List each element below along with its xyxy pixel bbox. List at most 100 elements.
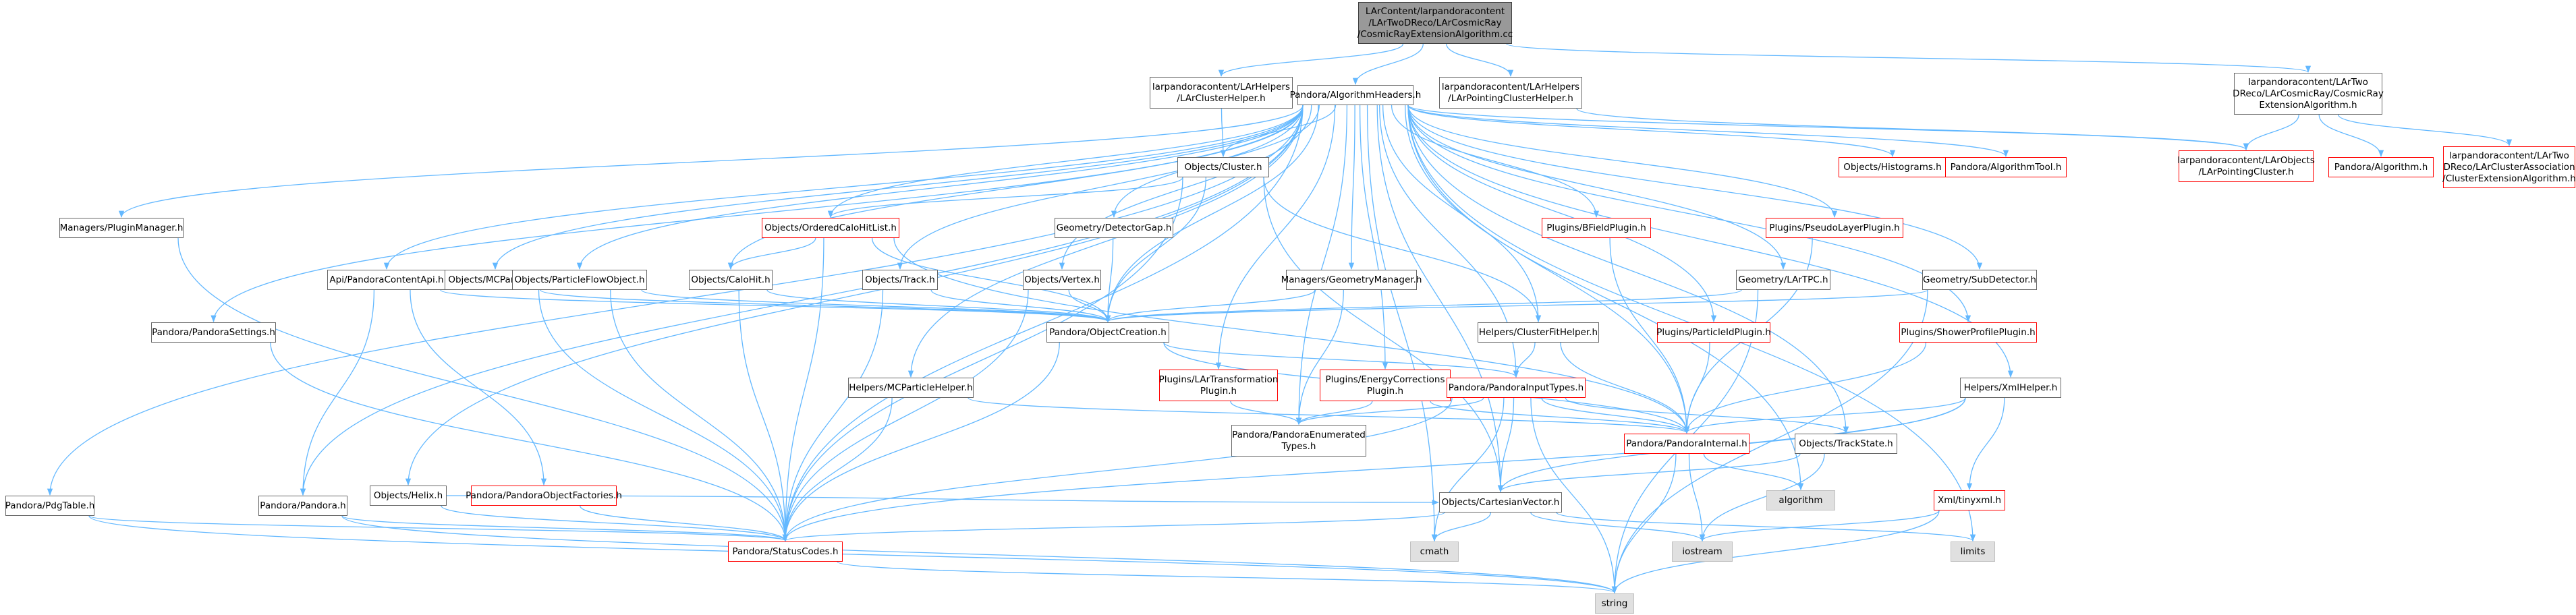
node-label-line: Plugins/ShowerProfilePlugin.h [1901,326,2036,338]
graph-node-orderedcalo[interactable]: Objects/OrderedCaloHitList.h [762,218,899,238]
node-label-line: /LArTwoDReco/LArCosmicRay [1368,17,1502,28]
node-label-line: Objects/Track.h [865,274,935,285]
node-label-line: /LArPointingClusterHelper.h [1448,92,1573,104]
edge-pointingclusterhelper-to-pointingcluster [1576,108,2249,151]
graph-node-pandorah[interactable]: Pandora/Pandora.h [258,496,347,516]
node-label-line: Geometry/SubDetector.h [1923,274,2036,285]
edge-inputtypes-to-cmath [1431,397,1505,542]
node-label-line: Plugin.h [1366,385,1404,397]
edge-pid-to-internal [1683,342,1710,434]
graph-node-internal[interactable]: Pandora/PandoraInternal.h [1624,434,1749,454]
graph-node-subdetector[interactable]: Geometry/SubDetector.h [1922,270,2037,290]
edge-cartesian-to-cmath [1431,512,1491,542]
node-label-line: cmath [1420,546,1449,557]
graph-node-xmlhelper[interactable]: Helpers/XmlHelper.h [1960,378,2061,398]
graph-node-helix[interactable]: Objects/Helix.h [370,486,447,506]
graph-node-objcluster[interactable]: Objects/Cluster.h [1177,157,1269,177]
graph-node-calohit[interactable]: Objects/CaloHit.h [689,270,773,290]
graph-node-inputtypes[interactable]: Pandora/PandoraInputTypes.h [1447,378,1586,398]
graph-node-mchelper[interactable]: Helpers/MCParticleHelper.h [848,378,974,398]
edge-calohit-to-statuscodes [738,289,789,542]
graph-node-detectorgap[interactable]: Geometry/DetectorGap.h [1055,218,1173,238]
graph-node-showerprofile[interactable]: Plugins/ShowerProfilePlugin.h [1899,322,2037,343]
graph-node-clusterhelper[interactable]: larpandoracontent/LArHelpers/LArClusterH… [1150,77,1293,109]
graph-node-clusterfit[interactable]: Helpers/ClusterFitHelper.h [1478,322,1599,343]
edge-alghdr-to-bfield [1391,105,1600,218]
edge-objfactories-to-statuscodes [580,505,789,542]
node-label-line: Objects/CartesianVector.h [1441,496,1560,508]
edge-alghdr-to-vertex [1059,105,1312,270]
node-label-line: Pandora/Pandora.h [260,500,346,511]
edge-alghdr-to-pfo [576,105,1304,270]
node-label-line: Pandora/PdgTable.h [5,500,95,511]
node-label-line: limits [1960,546,1986,557]
graph-node-settings[interactable]: Pandora/PandoraSettings.h [151,322,276,343]
edge-alghdr-to-pdgtable [47,105,1304,496]
graph-node-vertex[interactable]: Objects/Vertex.h [1023,270,1101,290]
edge-objcluster-to-statuscodes [782,177,1183,542]
node-label-line: Objects/OrderedCaloHitList.h [764,222,897,233]
edge-cartesian-to-limits [1556,512,1976,542]
node-label-line: Pandora/Algorithm.h [2334,161,2428,173]
edge-tinyxml-to-string [1611,510,1940,594]
edge-detectorgap-to-objcreation [1104,237,1114,323]
edge-geomgr-to-enumtypes [1295,289,1344,426]
graph-node-histograms[interactable]: Objects/Histograms.h [1839,157,1947,177]
edge-alghdr-to-geomgr [1348,105,1355,270]
edge-root-to-alghdr [1352,43,1424,86]
graph-node-cartesian[interactable]: Objects/CartesianVector.h [1439,492,1562,512]
edge-track-to-objcreation [930,289,1111,323]
node-label-line: Pandora/AlgorithmHeaders.h [1289,89,1422,100]
edge-inputtypes-to-internal [1541,397,1690,434]
graph-node-pointingcluster[interactable]: larpandoracontent/LArObjects/LArPointing… [2177,150,2315,182]
graph-node-alghdr[interactable]: Pandora/AlgorithmHeaders.h [1290,85,1421,105]
node-label-line: Geometry/LArTPC.h [1738,274,1828,285]
graph-node-geomgr[interactable]: Managers/GeometryManager.h [1281,270,1422,290]
graph-node-pseudolayer[interactable]: Plugins/PseudoLayerPlugin.h [1766,218,1903,238]
edge-mchelper-to-statuscodes [782,397,893,542]
edge-orderedcalo-to-internal [893,237,1690,434]
node-label-line: iostream [1682,546,1723,557]
edge-alghdr-to-algorithm [1407,105,1804,491]
edge-pandorah-to-string [341,515,1617,594]
graph-node-pointingclusterhelper[interactable]: larpandoracontent/LArHelpers/LArPointing… [1439,77,1582,109]
edge-contentapi-to-objcreation [440,289,1111,323]
edge-objcluster-to-cartesian [1263,177,1504,493]
node-label-line: Objects/CaloHit.h [691,274,771,285]
node-label-line: Pandora/PandoraObjectFactories.h [466,490,622,501]
edge-inputtypes-to-trackstate [1565,397,1849,434]
node-label-line: larpandoracontent/LArObjects [2177,154,2315,166]
node-label-line: algorithm [1779,494,1823,506]
node-label-line: string [1601,597,1628,609]
edge-clusterfit-to-inputtypes [1513,342,1536,378]
graph-node-lartpc[interactable]: Geometry/LArTPC.h [1736,270,1830,290]
graph-node-trackstate[interactable]: Objects/TrackState.h [1795,434,1897,454]
node-label-line: Pandora/PandoraInputTypes.h [1448,382,1584,393]
graph-node-tinyxml[interactable]: Xml/tinyxml.h [1934,490,2005,510]
edge-inputtypes-to-string [1530,397,1618,594]
edge-alghdr-to-lartpc [1407,105,1787,270]
graph-node-bfield[interactable]: Plugins/BFieldPlugin.h [1542,218,1651,238]
graph-node-objfactories[interactable]: Pandora/PandoraObjectFactories.h [466,486,622,506]
node-label-line: larpandoracontent/LArHelpers [1152,81,1291,92]
graph-node-track[interactable]: Objects/Track.h [862,270,938,290]
graph-node-objcreation[interactable]: Pandora/ObjectCreation.h [1046,322,1169,343]
graph-node-pid[interactable]: Plugins/ParticleIdPlugin.h [1656,322,1771,343]
graph-node-pluginmgr[interactable]: Managers/PluginManager.h [59,218,184,238]
graph-node-algorithmh[interactable]: Pandora/Algorithm.h [2328,157,2434,177]
node-label-line: /LArClusterHelper.h [1177,92,1266,104]
edge-settings-to-statuscodes [270,342,789,542]
node-label-line: Managers/GeometryManager.h [1281,274,1422,285]
graph-node-pfo[interactable]: Objects/ParticleFlowObject.h [512,270,647,290]
graph-node-contentapi[interactable]: Api/PandoraContentApi.h [327,270,446,290]
graph-node-algtool[interactable]: Pandora/AlgorithmTool.h [1945,157,2067,177]
edge-objcluster-to-clusterfit [1263,177,1542,323]
graph-node-pdgtable[interactable]: Pandora/PdgTable.h [5,496,94,516]
graph-node-statuscodes[interactable]: Pandora/StatusCodes.h [728,541,843,562]
